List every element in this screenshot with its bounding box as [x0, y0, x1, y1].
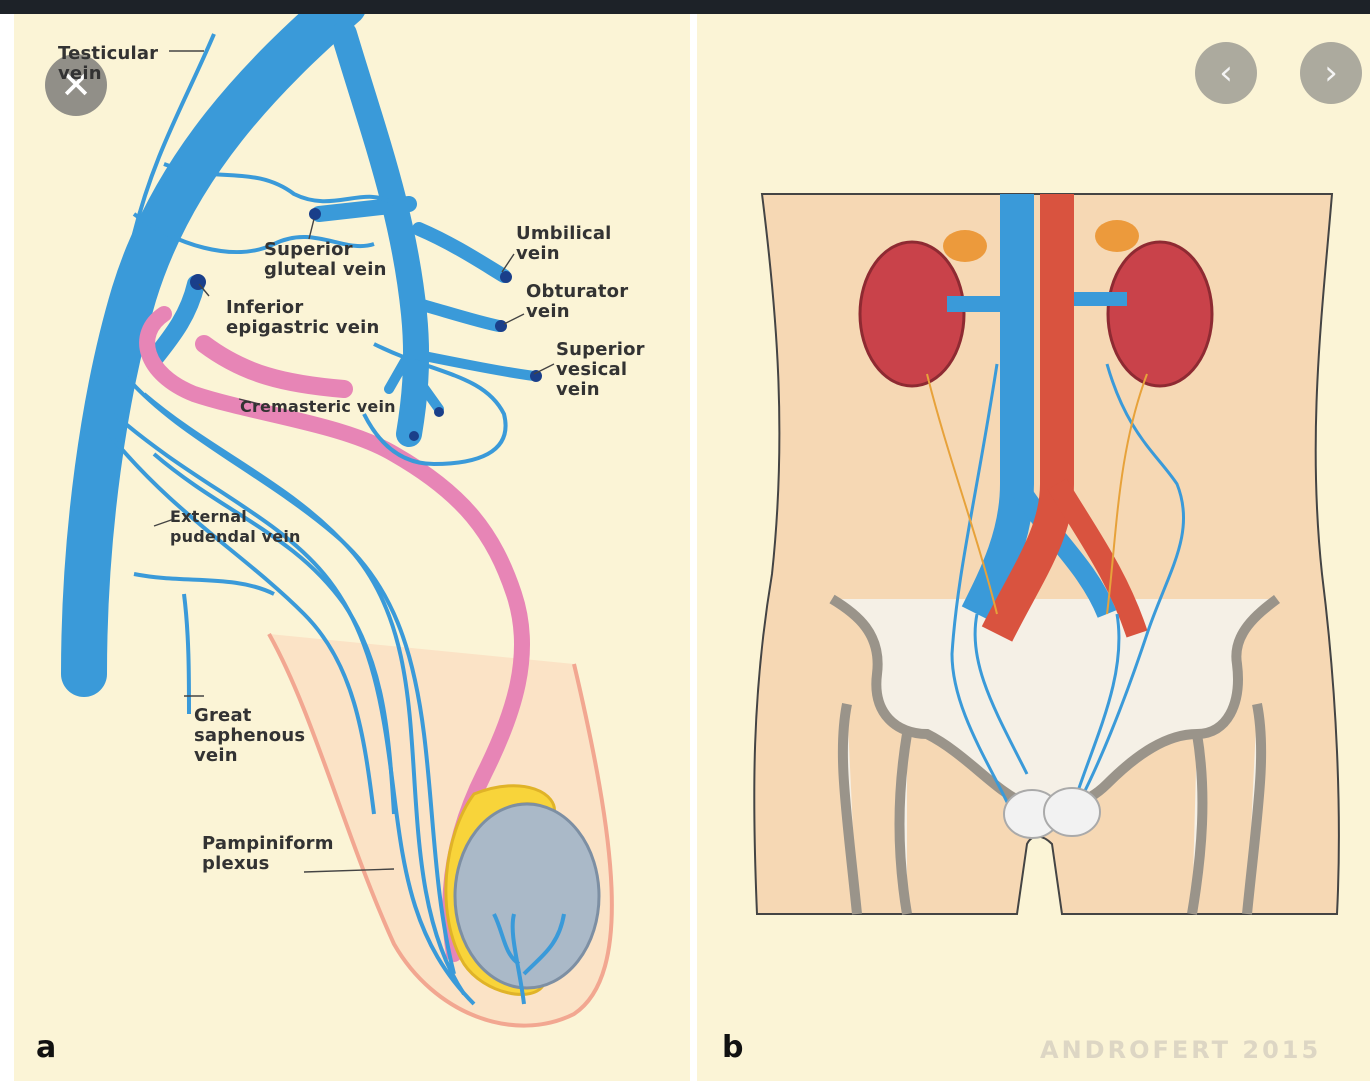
- label-inferior-epigastric-vein: Inferior epigastric vein: [226, 298, 380, 338]
- testis: [455, 804, 599, 988]
- right-kidney: [1108, 242, 1212, 386]
- label-superior-vesical-vein: Superior vesical vein: [556, 340, 645, 400]
- obturator-end: [495, 320, 507, 332]
- left-adrenal: [943, 230, 987, 262]
- credit-text: ANDROFERT 2015: [1040, 1036, 1321, 1064]
- superior-gluteal-end: [309, 208, 321, 220]
- label-external-pudendal-vein: External pudendal vein: [170, 507, 301, 547]
- panel-divider: [690, 14, 697, 1081]
- previous-button[interactable]: ‹: [1195, 42, 1257, 104]
- viewer-top-bar: [0, 0, 1370, 14]
- panel-b-illustration: [697, 14, 1370, 1081]
- panel-b-renal-venous-anatomy: ‹ › b ANDROFERT 2015: [697, 14, 1370, 1081]
- panel-a-letter: a: [36, 1030, 56, 1065]
- chevron-left-icon: ‹: [1219, 53, 1233, 93]
- umbilical-branch: [419, 229, 504, 276]
- vesical-end: [530, 370, 542, 382]
- panel-a-illustration: [14, 14, 690, 1081]
- label-superior-gluteal-vein: Superior gluteal vein: [264, 240, 387, 280]
- right-testis: [1044, 788, 1100, 836]
- obturator-branch: [419, 304, 499, 326]
- vesical-branch: [414, 354, 534, 376]
- label-pampiniform-plexus: Pampiniform plexus: [202, 834, 334, 874]
- superior-gluteal-branch: [319, 204, 409, 214]
- label-obturator-vein: Obturator vein: [526, 282, 628, 322]
- left-kidney: [860, 242, 964, 386]
- panel-b-letter: b: [722, 1030, 743, 1065]
- label-great-saphenous-vein: Great saphenous vein: [194, 706, 305, 766]
- cremasteric-artery: [204, 344, 344, 389]
- right-adrenal: [1095, 220, 1139, 252]
- internal-iliac-vein: [344, 34, 416, 434]
- panel-a-venous-drainage: ✕ Testicular vein Superior gluteal vein …: [14, 14, 690, 1081]
- label-umbilical-vein: Umbilical vein: [516, 224, 612, 264]
- next-button[interactable]: ›: [1300, 42, 1362, 104]
- label-testicular-vein: Testicular vein: [58, 44, 158, 84]
- umbilical-end: [500, 271, 512, 283]
- chevron-right-icon: ›: [1324, 53, 1338, 93]
- label-cremasteric-vein: Cremasteric vein: [240, 397, 396, 417]
